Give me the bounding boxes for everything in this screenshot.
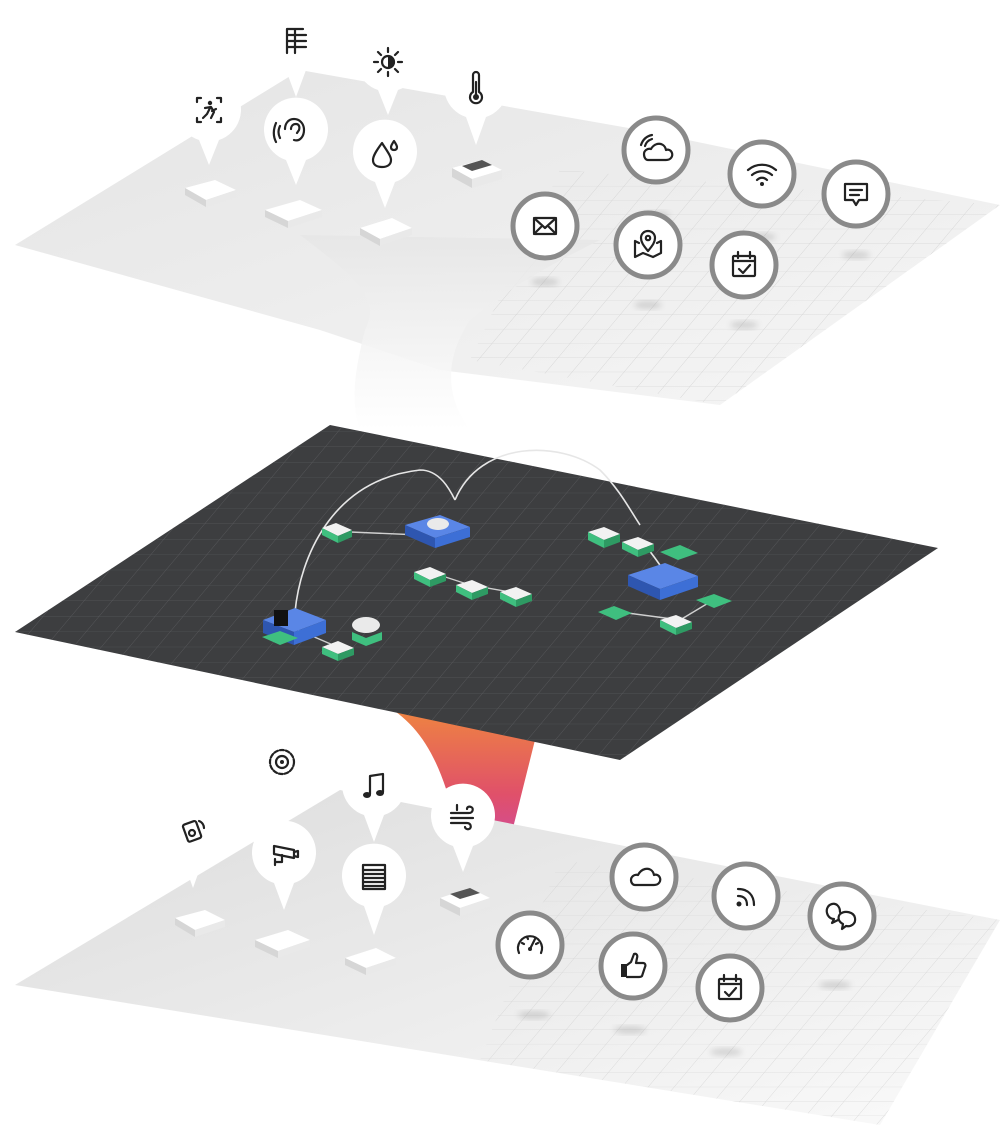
top-plane-curl <box>300 235 600 430</box>
node <box>500 587 532 607</box>
camera-icon <box>272 844 300 867</box>
pin-blinds <box>264 7 328 98</box>
map-pin-icon <box>633 229 663 259</box>
badge-thumbs-up <box>598 931 668 1001</box>
cloud-icon <box>629 867 662 887</box>
actuator-box <box>255 930 310 958</box>
calendar-check-icon <box>731 250 757 278</box>
pin-speaker <box>161 797 226 888</box>
hearing-icon <box>272 117 306 144</box>
pin-thermometer <box>444 54 508 146</box>
badge-chat <box>821 159 891 259</box>
brightness-icon <box>372 46 404 78</box>
pin-music <box>342 752 406 842</box>
chat-bubbles-icon <box>825 902 857 931</box>
badge-cloud <box>609 842 679 1034</box>
gauge-icon <box>516 935 544 955</box>
top-layer <box>15 7 1000 430</box>
badge-calendar-check-bottom <box>695 953 765 1056</box>
wifi-icon <box>746 163 778 186</box>
dial-icon <box>268 748 296 776</box>
node <box>660 545 698 560</box>
pin-hearing <box>264 97 328 185</box>
node <box>322 523 352 543</box>
pin-camera <box>252 820 316 910</box>
calendar-check-icon <box>717 973 743 1001</box>
node <box>622 537 654 557</box>
thumbs-up-icon <box>621 952 647 979</box>
pin-fan-wind <box>431 783 495 872</box>
badge-wifi <box>727 139 797 241</box>
mail-icon <box>532 216 558 236</box>
node <box>588 527 620 548</box>
badge-calendar-check <box>709 230 779 329</box>
chat-icon <box>843 182 869 207</box>
bottom-actuator-boxes <box>175 888 490 975</box>
badge-cloud-signal <box>621 115 691 219</box>
hub-right <box>628 563 698 600</box>
motion-sensor-icon <box>195 96 223 124</box>
node <box>414 567 446 587</box>
node <box>456 580 488 600</box>
speaker-icon <box>181 819 206 843</box>
pin-motion-sensor <box>176 77 241 165</box>
top-sensor-boxes <box>185 160 502 246</box>
node <box>262 631 298 645</box>
badge-chat-bubbles <box>807 881 877 989</box>
pin-shade <box>342 843 406 935</box>
sensor-box <box>452 160 502 188</box>
network-nodes <box>262 523 732 661</box>
sensor-box <box>265 200 322 228</box>
actuator-box <box>440 888 490 916</box>
humidity-icon <box>371 139 399 169</box>
pin-dial <box>250 727 315 818</box>
sensor-box <box>185 180 236 207</box>
actuator-box <box>175 910 225 937</box>
fan-wind-icon <box>449 803 475 831</box>
node <box>598 606 632 620</box>
node <box>660 615 692 635</box>
hub-center <box>405 515 470 548</box>
node <box>352 617 382 646</box>
node <box>322 641 354 661</box>
badge-mail <box>510 191 580 286</box>
pin-humidity <box>353 119 418 208</box>
badge-gauge <box>495 910 565 1019</box>
music-icon <box>363 772 385 798</box>
badge-rss <box>711 861 781 931</box>
thermometer-icon <box>468 70 484 105</box>
blinds-icon <box>285 27 308 55</box>
node <box>696 594 732 608</box>
sensor-box <box>360 218 412 246</box>
cloud-signal-icon <box>639 133 674 162</box>
shade-icon <box>361 863 387 891</box>
middle-layer <box>15 425 938 760</box>
bottom-layer <box>15 727 1000 1125</box>
actuator-box <box>345 948 396 975</box>
badge-map-pin <box>613 210 683 309</box>
rss-icon <box>736 887 756 907</box>
pin-brightness <box>356 27 420 116</box>
